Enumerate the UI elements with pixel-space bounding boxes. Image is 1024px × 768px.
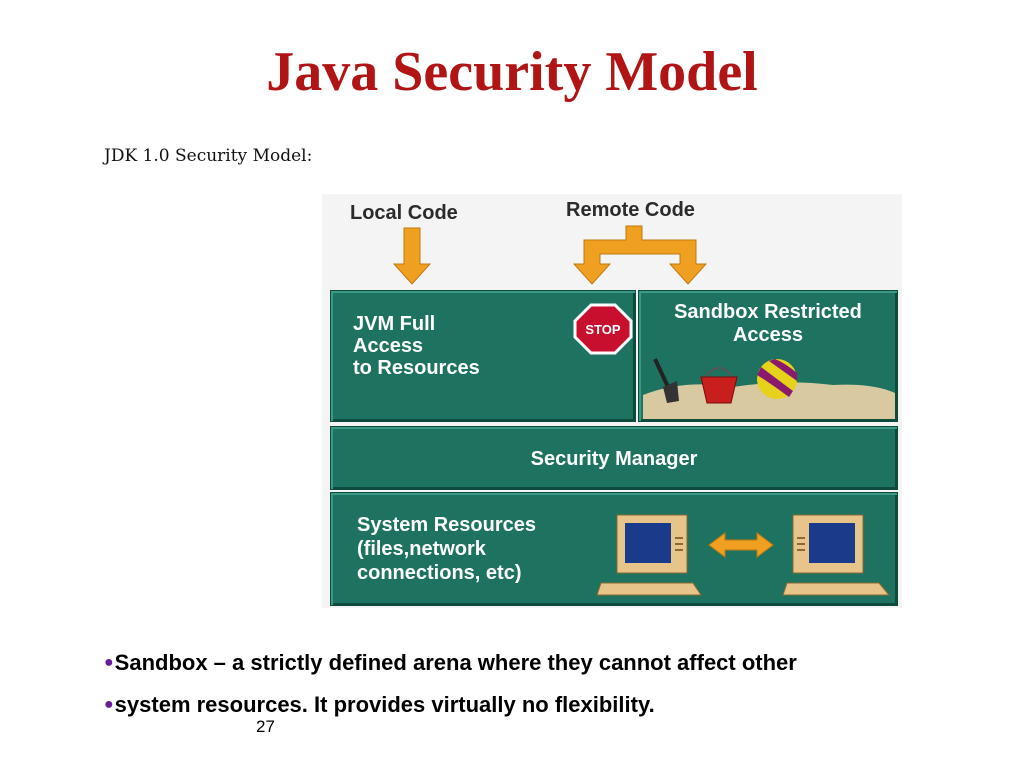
bullet-text: Sandbox – a strictly defined arena where… — [114, 650, 797, 675]
jvm-full-access-box: JVM Full Access to Resources STOP — [330, 290, 636, 422]
bullet-dot-icon: ● — [104, 696, 114, 713]
sysres-line-3: connections, etc) — [357, 562, 522, 584]
bullet-dot-icon: ● — [104, 654, 114, 671]
sandbox-line-2: Access — [732, 324, 804, 346]
sysres-line-1: System Resources — [357, 514, 536, 536]
remote-code-arrows — [572, 225, 708, 285]
computer-left-icon — [597, 514, 702, 596]
slide-title: Java Security Model — [266, 41, 758, 103]
local-code-label: Local Code — [350, 202, 458, 224]
sandbox-restricted-box: Sandbox Restricted Access — [638, 290, 898, 422]
jvm-line-2: Access — [353, 335, 424, 357]
bucket-icon — [700, 367, 738, 404]
diagram-subtitle: JDK 1.0 Security Model: — [104, 146, 313, 166]
jvm-line-1: JVM Full — [353, 313, 436, 335]
sandbox-scene-icon — [643, 358, 895, 419]
stop-sign-icon: STOP — [573, 303, 633, 355]
bullet-item: ●Sandbox – a strictly defined arena wher… — [104, 650, 797, 692]
page-number: 27 — [256, 717, 275, 736]
computers-network-icon — [597, 514, 891, 596]
bullet-item: ●system resources. It provides virtually… — [104, 692, 797, 734]
jvm-line-3: to Resources — [353, 357, 480, 379]
code-flow-arrows — [392, 225, 708, 285]
double-arrow-icon — [708, 532, 774, 558]
local-code-arrow — [392, 227, 432, 285]
sysres-line-2: (files,network — [357, 538, 486, 560]
beach-ball-icon — [757, 359, 797, 399]
shovel-icon — [653, 358, 679, 403]
security-model-diagram: Local Code Remote Code JVM Full Access t… — [322, 194, 902, 608]
bullet-list: ●Sandbox – a strictly defined arena wher… — [104, 650, 797, 734]
remote-code-label: Remote Code — [566, 199, 695, 221]
sandbox-line-1: Sandbox Restricted — [674, 301, 862, 323]
system-resources-box: System Resources (files,network connecti… — [330, 492, 898, 606]
computer-right-icon — [782, 514, 891, 596]
security-manager-box: Security Manager — [330, 426, 898, 490]
bullet-text: system resources. It provides virtually … — [114, 692, 655, 717]
stop-sign-text: STOP — [585, 322, 620, 337]
